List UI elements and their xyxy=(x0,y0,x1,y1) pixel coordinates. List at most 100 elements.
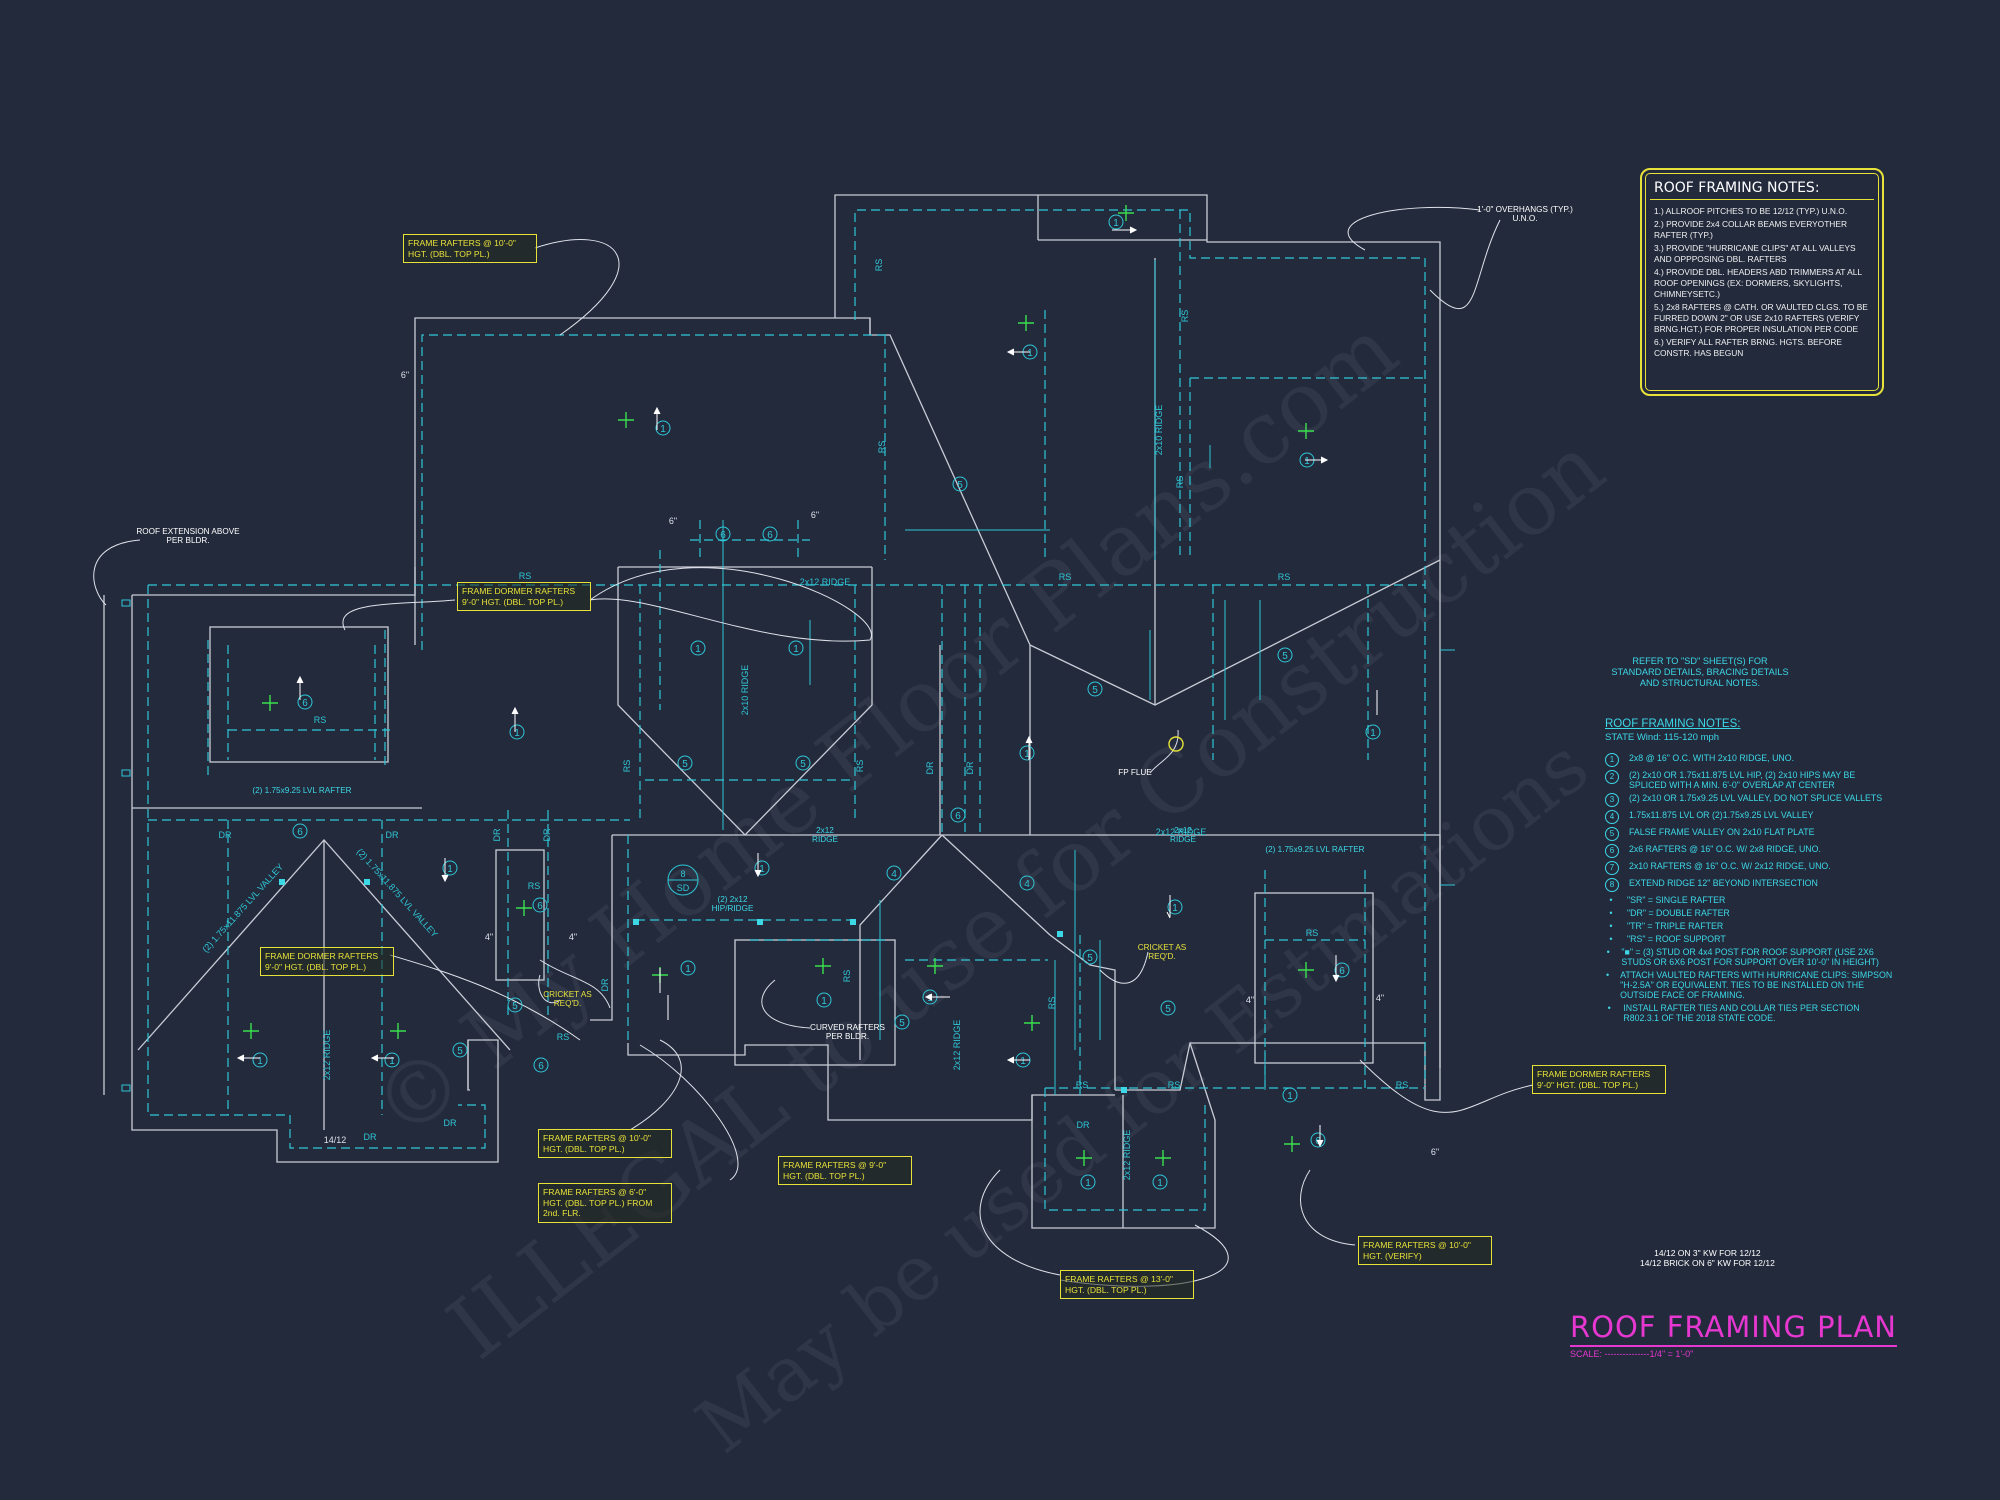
svg-text:1: 1 xyxy=(1157,1178,1163,1189)
roof-note-2: 2.) PROVIDE 2x4 COLLAR BEAMS EVERYOTHER … xyxy=(1654,219,1847,240)
roof-note-5: 5.) 2x8 RAFTERS @ CATH. OR VAULTED CLGS.… xyxy=(1654,302,1868,334)
svg-text:5: 5 xyxy=(1092,685,1098,696)
marker-5: 5 xyxy=(952,476,968,492)
svg-text:5: 5 xyxy=(800,759,806,770)
svg-text:RS: RS xyxy=(1180,310,1190,323)
label-ridge-2x12-b: 2x12 RIDGE xyxy=(1170,826,1196,844)
legend-number: 6 xyxy=(1605,844,1619,858)
bullet-icon: • xyxy=(1606,947,1610,957)
svg-text:RS: RS xyxy=(557,1032,570,1042)
roof-note-3: 3.) PROVIDE "HURRICANE CLIPS" AT ALL VAL… xyxy=(1654,243,1856,264)
svg-text:DR: DR xyxy=(444,1118,457,1128)
legend-bullet-text: "TR" = TRIPLE RAFTER xyxy=(1627,921,1724,931)
legend-text: 2x6 RAFTERS @ 16" O.C. W/ 2x8 RIDGE, UNO… xyxy=(1629,844,1821,854)
label-lvl-rafter-right: (2) 1.75x9.25 LVL RAFTER xyxy=(1265,845,1365,854)
svg-text:RS: RS xyxy=(1175,476,1185,489)
svg-text:2x12 RIDGE: 2x12 RIDGE xyxy=(322,1030,332,1081)
bullet-icon: • xyxy=(1607,1003,1611,1013)
refer-note: REFER TO "SD" SHEET(S) FOR STANDARD DETA… xyxy=(1611,656,1789,688)
marker-1: 1 xyxy=(1365,724,1381,740)
bullet-icon: • xyxy=(1609,921,1613,931)
fireplace-flue xyxy=(1168,736,1184,752)
roof-support-posts xyxy=(279,879,1127,1093)
marker-1: 1 xyxy=(754,860,770,876)
bullet-icon: • xyxy=(1609,908,1613,918)
legend-bullet-text: "RS" = ROOF SUPPORT xyxy=(1627,934,1726,944)
bullet-icon: • xyxy=(1605,970,1610,980)
marker-6: 6 xyxy=(1334,962,1350,978)
svg-text:1: 1 xyxy=(1085,1178,1091,1189)
marker-5: 5 xyxy=(795,755,811,771)
callout-frame-rafters-10ft-low: FRAME RAFTERS @ 10'-0" HGT. (DBL. TOP PL… xyxy=(538,1129,672,1158)
legend-wind: STATE Wind: 115-120 mph xyxy=(1605,732,1720,743)
roof-note-4: 4.) PROVIDE DBL. HEADERS ABD TRIMMERS AT… xyxy=(1654,267,1862,299)
legend-bullet: •INSTALL RAFTER TIES AND COLLAR TIES PER… xyxy=(1605,1003,1895,1023)
legend-number: 3 xyxy=(1605,793,1619,807)
drawing-scale: SCALE: ---------------1/4" = 1'-0" xyxy=(1570,1349,1694,1359)
svg-text:2x10 RIDGE: 2x10 RIDGE xyxy=(740,665,750,716)
marker-6: 6 xyxy=(715,526,731,542)
svg-text:4": 4" xyxy=(1246,995,1254,1005)
side-marks xyxy=(121,599,1455,1092)
legend-number: 5 xyxy=(1605,827,1619,841)
svg-text:DR: DR xyxy=(925,761,935,774)
building-outline xyxy=(103,194,1441,1229)
marker-4: 4 xyxy=(886,865,902,881)
legend-text: EXTEND RIDGE 12" BEYOND INTERSECTION xyxy=(1629,878,1818,888)
marker-1: 1 xyxy=(384,1052,400,1068)
svg-text:5: 5 xyxy=(457,1046,463,1057)
svg-text:4": 4" xyxy=(485,932,493,942)
legend-bullet-text: "DR" = DOUBLE RAFTER xyxy=(1627,908,1730,918)
svg-text:6: 6 xyxy=(302,698,308,709)
svg-text:1: 1 xyxy=(695,644,701,655)
marker-5: 5 xyxy=(677,755,693,771)
svg-text:6": 6" xyxy=(669,516,677,526)
marker-1: 1 xyxy=(1282,1087,1298,1103)
roof-note-6: 6.) VERIFY ALL RAFTER BRNG. HGTS. BEFORE… xyxy=(1654,337,1843,358)
callout-cricket-left: CRICKET AS REQ'D. xyxy=(543,990,592,1008)
legend-bullet: •ATTACH VAULTED RAFTERS WITH HURRICANE C… xyxy=(1605,970,1895,1000)
marker-1: 1 xyxy=(1152,1174,1168,1190)
svg-text:RS: RS xyxy=(1047,997,1057,1010)
marker-1: 1 xyxy=(788,640,804,656)
legend-bullet-text: "■" = (3) STUD OR 4x4 POST FOR ROOF SUPP… xyxy=(1621,947,1879,967)
svg-text:4: 4 xyxy=(891,869,897,880)
marker-1: 1 xyxy=(690,640,706,656)
svg-text:2x12 RIDGE: 2x12 RIDGE xyxy=(800,577,851,587)
brick-note-line-2: 14/12 BRICK ON 6" KW FOR 12/12 xyxy=(1640,1258,1775,1268)
svg-text:5: 5 xyxy=(957,480,963,491)
legend-bullet: • "DR" = DOUBLE RAFTER xyxy=(1605,908,1895,918)
legend-number: 4 xyxy=(1605,810,1619,824)
svg-text:1: 1 xyxy=(1304,456,1310,467)
marker-6: 6 xyxy=(532,897,548,913)
framing-legend: ROOF FRAMING NOTES: STATE Wind: 115-120 … xyxy=(1605,718,1895,1026)
svg-text:5: 5 xyxy=(1087,953,1093,964)
legend-item: 6 2x6 RAFTERS @ 16" O.C. W/ 2x8 RIDGE, UN… xyxy=(1605,844,1895,858)
svg-text:6: 6 xyxy=(297,827,303,838)
label-curved-rafters: CURVED RAFTERS PER BLDR. xyxy=(810,1023,885,1041)
svg-text:4": 4" xyxy=(1376,993,1384,1003)
svg-text:6: 6 xyxy=(955,811,961,822)
svg-text:8: 8 xyxy=(680,869,685,879)
svg-text:1: 1 xyxy=(1172,903,1178,914)
marker-5: 5 xyxy=(1087,681,1103,697)
callout-frame-rafters-10ft-top: FRAME RAFTERS @ 10'-0" HGT. (DBL. TOP PL… xyxy=(403,234,537,263)
legend-text: 2x8 @ 16" O.C. WITH 2x10 RIDGE, UNO. xyxy=(1629,753,1795,763)
marker-1: 1 xyxy=(1080,1174,1096,1190)
svg-text:2x12 RIDGE: 2x12 RIDGE xyxy=(1156,827,1207,837)
svg-text:DR: DR xyxy=(364,1132,377,1142)
legend-bullet: • "■" = (3) STUD OR 4x4 POST FOR ROOF SUP… xyxy=(1605,947,1895,967)
svg-text:1: 1 xyxy=(1287,1091,1293,1102)
svg-text:4: 4 xyxy=(1024,879,1030,890)
svg-text:RS: RS xyxy=(1168,1080,1181,1090)
brick-note: 14/12 ON 3" KW FOR 12/12 14/12 BRICK ON … xyxy=(1640,1248,1775,1268)
callout-frame-rafters-6ft: FRAME RAFTERS @ 6'-0" HGT. (DBL. TOP PL.… xyxy=(538,1183,672,1223)
marker-1: 1 xyxy=(1167,899,1183,915)
svg-text:5: 5 xyxy=(899,1018,905,1029)
legend-bullet: • "TR" = TRIPLE RAFTER xyxy=(1605,921,1895,931)
pitch-symbols xyxy=(243,205,1314,1166)
marker-5: 5 xyxy=(1082,949,1098,965)
